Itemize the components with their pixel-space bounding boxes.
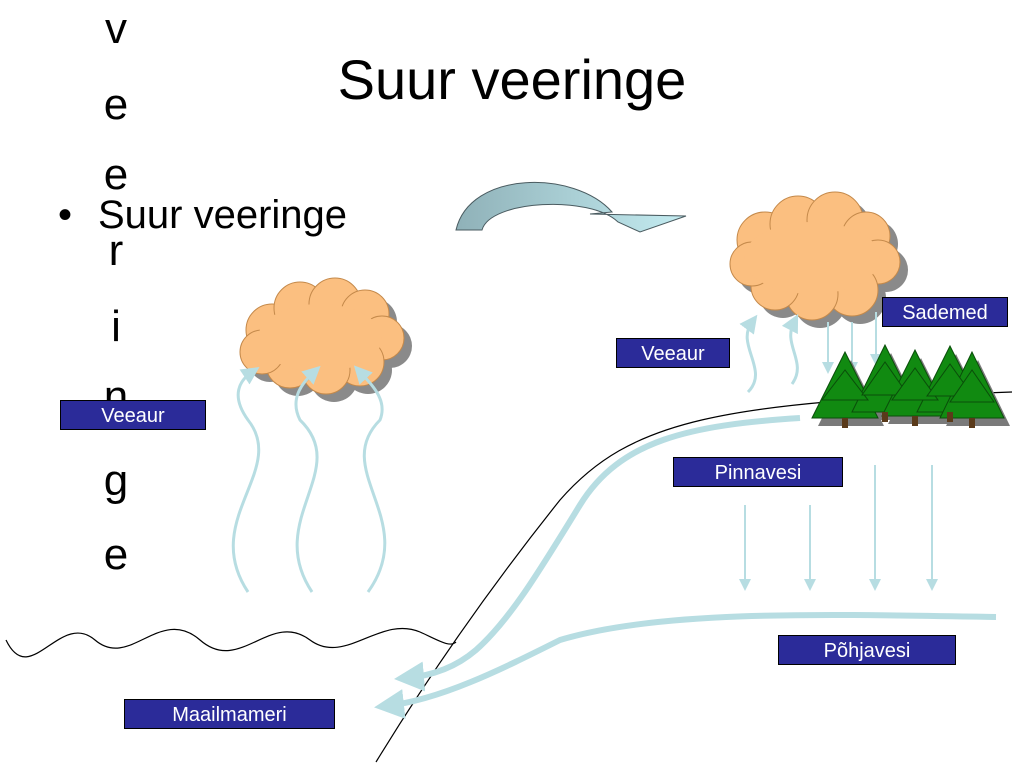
infiltration-arrows-icon — [739, 465, 938, 591]
label-maailmameri: Maailmameri — [124, 699, 335, 729]
vertical-letter: i — [111, 302, 121, 351]
sea-surface-icon — [5, 627, 457, 658]
label-veeaur-right: Veeaur — [616, 338, 730, 368]
label-pinnavesi: Pinnavesi — [673, 457, 843, 487]
vertical-letter: e — [103, 150, 129, 199]
surface-runoff-arrow-icon — [394, 415, 801, 692]
vertical-letter: e — [103, 530, 129, 579]
curved-arrow-icon — [455, 181, 687, 233]
precipitation-arrows-icon — [822, 312, 882, 374]
cloud-right-icon — [729, 191, 908, 328]
groundwater-flow-arrow-icon — [374, 611, 997, 719]
cloud-left-icon — [239, 277, 412, 402]
vertical-letter: r — [108, 226, 124, 275]
vertical-letter: e — [103, 80, 129, 129]
label-pohjavesi: Põhjavesi — [778, 635, 956, 665]
label-veeaur-left: Veeaur — [60, 400, 206, 430]
label-sademed: Sademed — [882, 297, 1008, 327]
forest-icon — [811, 343, 1010, 428]
vertical-letter: v — [105, 4, 127, 53]
vertical-letter: g — [103, 456, 129, 505]
bullet-text: Suur veeringe — [98, 193, 348, 237]
bullet-symbol: • — [58, 193, 73, 237]
slide-title: Suur veeringe — [337, 48, 687, 111]
land-profile-icon — [375, 391, 1013, 763]
bullet-item: • Suur veeringe — [58, 190, 347, 240]
vertical-title: v e e r i n g e — [92, 0, 140, 768]
evaporation-right-icon — [739, 314, 799, 394]
evaporation-left-icon — [231, 365, 387, 593]
